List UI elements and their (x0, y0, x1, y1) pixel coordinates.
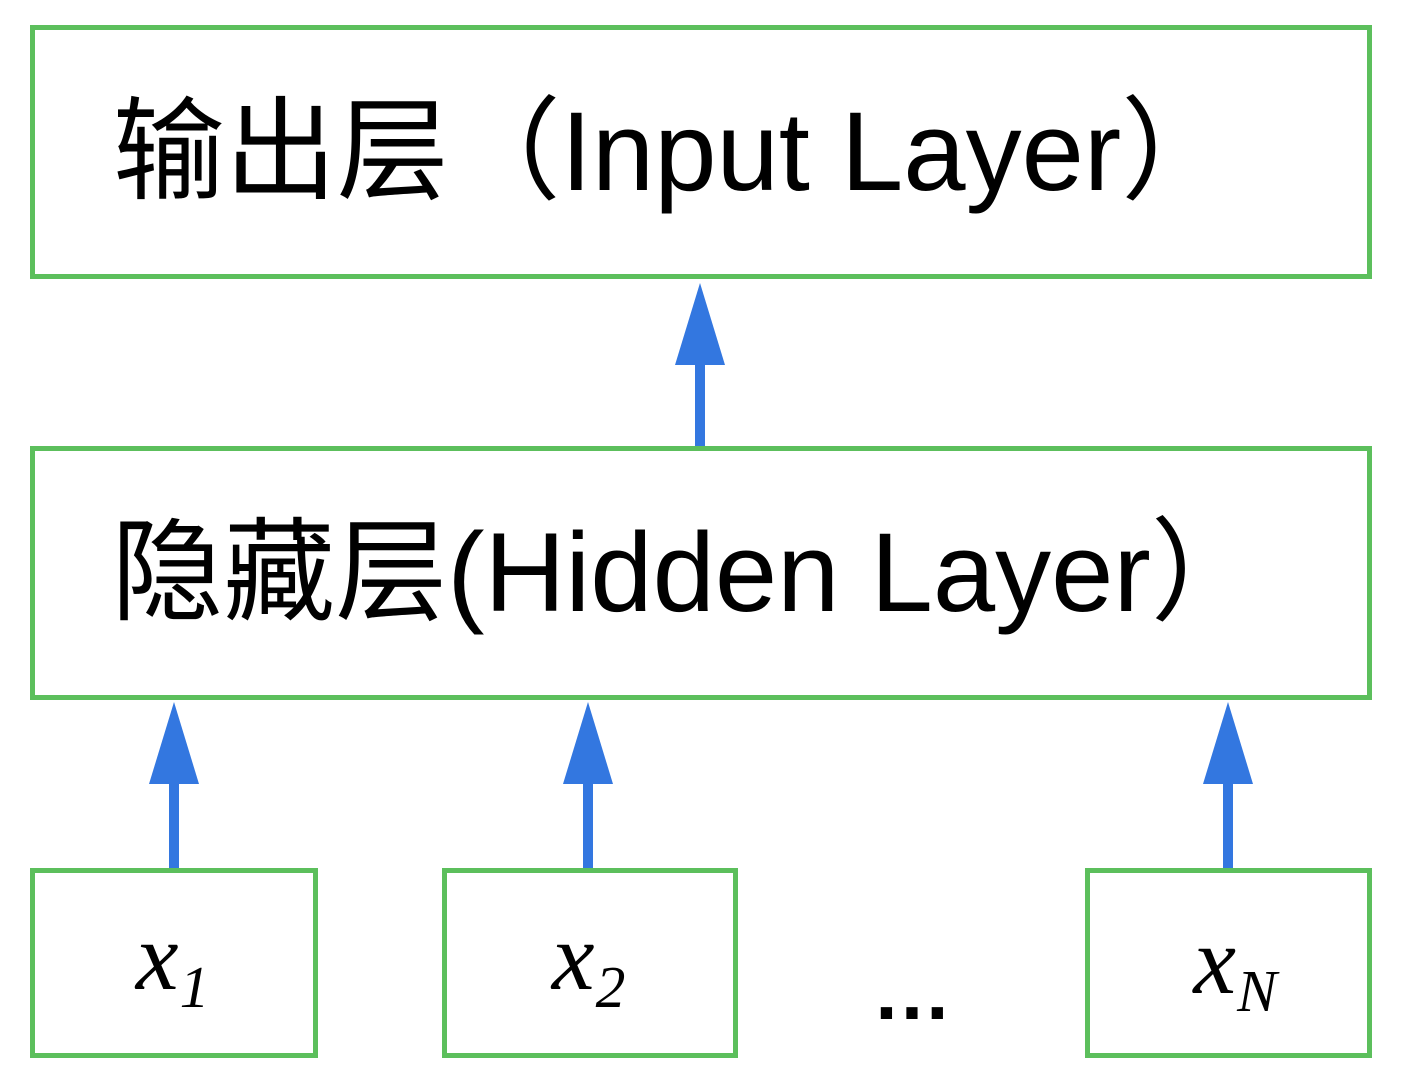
output-layer-box[interactable]: 输出层（Input Layer） (30, 25, 1372, 279)
input-var-base-2: x (551, 903, 595, 1010)
input-node-box-n[interactable]: xN (1085, 868, 1372, 1058)
input-node-label-2: x2 (552, 909, 626, 1017)
input-node-box-2[interactable]: x2 (442, 868, 738, 1058)
hidden-layer-label: 隐藏层(Hidden Layer） (111, 510, 1263, 635)
input-node-box-1[interactable]: x1 (30, 868, 318, 1058)
input-var-subscript-n: N (1237, 957, 1277, 1024)
input-nodes-ellipsis: … (872, 947, 958, 1036)
arrow-inputn-to-hidden-icon (1200, 700, 1256, 874)
input-node-label-n: xN (1193, 913, 1277, 1021)
input-var-subscript-1: 1 (179, 953, 210, 1020)
input-node-label-1: x1 (136, 909, 210, 1017)
input-var-base-1: x (135, 903, 179, 1010)
hidden-layer-box[interactable]: 隐藏层(Hidden Layer） (30, 446, 1372, 700)
arrow-input1-to-hidden-icon (146, 700, 202, 874)
output-layer-label: 输出层（Input Layer） (112, 89, 1234, 214)
arrow-hidden-to-output-icon (672, 281, 728, 451)
input-var-base-n: x (1193, 907, 1236, 1014)
arrow-input2-to-hidden-icon (560, 700, 616, 874)
input-var-subscript-2: 2 (595, 953, 626, 1020)
